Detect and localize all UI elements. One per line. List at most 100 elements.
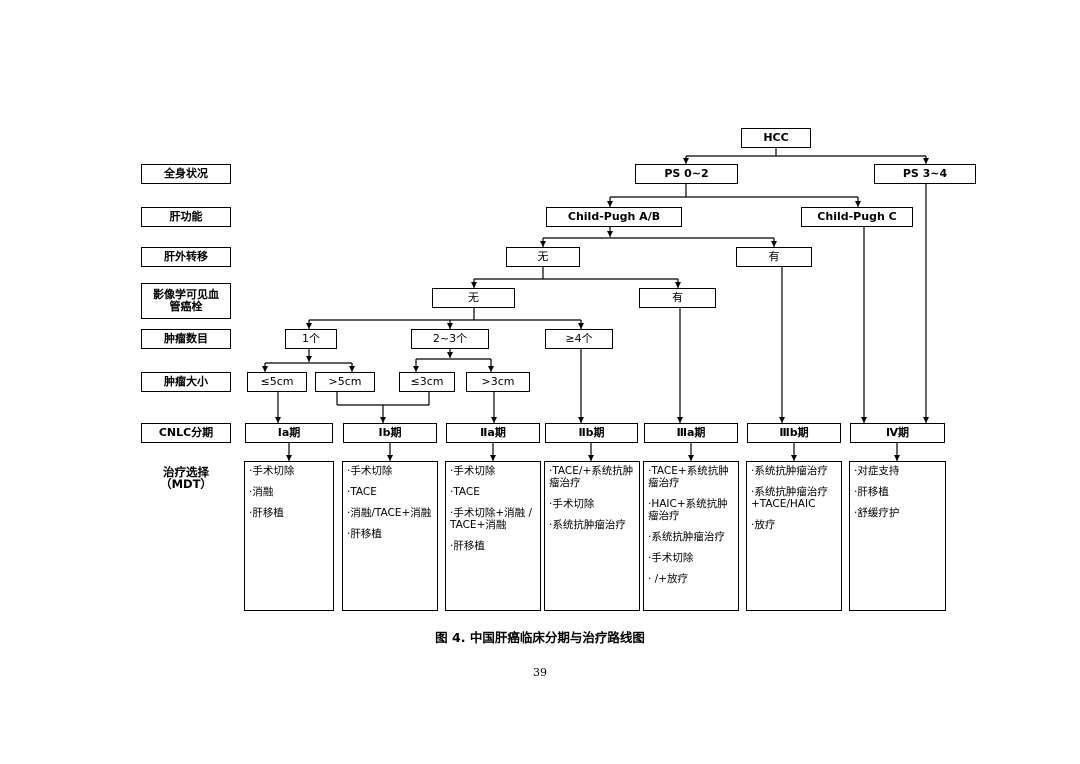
node-ps-3-4: PS 3~4 [874, 164, 976, 184]
arrowhead [387, 455, 393, 461]
treatment-box-IIb: ·TACE/+系统抗肿 瘤治疗 ·手术切除 ·系统抗肿瘤治疗 [544, 461, 640, 611]
node-child-pugh-ab: Child-Pugh A/B [546, 207, 682, 227]
arrowhead [578, 323, 584, 329]
arrowhead [488, 366, 494, 372]
arrowhead [380, 417, 386, 423]
arrowhead [791, 455, 797, 461]
treatment-box-Ib: ·手术切除 ·TACE ·消融/TACE+消融 ·肝移植 [342, 461, 438, 611]
row-label-extrahepatic: 肝外转移 [141, 247, 231, 267]
treatment-item: ·HAIC+系统抗肿 瘤治疗 [648, 498, 728, 522]
row-label-performance: 全身状况 [141, 164, 231, 184]
treatment-item: ·手术切除 [450, 465, 496, 477]
row-label-liver-function: 肝功能 [141, 207, 231, 227]
stage-IIa: Ⅱa期 [446, 423, 540, 443]
treatment-item: ·手术切除 [249, 465, 295, 477]
treatment-item: ·手术切除 [549, 498, 595, 510]
treatment-box-IIIa: ·TACE+系统抗肿 瘤治疗 ·HAIC+系统抗肿 瘤治疗 ·系统抗肿瘤治疗 ·… [643, 461, 739, 611]
node-extrahepatic-no: 无 [506, 247, 580, 267]
row-label-treatment: 治疗选择 （MDT） [160, 465, 212, 491]
node-size-gt-3cm: >3cm [466, 372, 530, 392]
row-label-tumor-size: 肿瘤大小 [141, 372, 231, 392]
arrowhead [675, 282, 681, 288]
treatment-box-Ia: ·手术切除 ·消融 ·肝移植 [244, 461, 334, 611]
treatment-box-IIIb: ·系统抗肿瘤治疗 ·系统抗肿瘤治疗 +TACE/HAIC ·放疗 [746, 461, 842, 611]
arrowhead [275, 417, 281, 423]
arrowhead [262, 366, 268, 372]
treatment-item: ·手术切除 [648, 552, 694, 564]
stage-Ia: Ⅰa期 [245, 423, 333, 443]
arrowhead [688, 455, 694, 461]
treatment-item: ·肝移植 [450, 540, 485, 552]
node-hcc: HCC [741, 128, 811, 148]
node-ps-0-2: PS 0~2 [635, 164, 738, 184]
arrowhead [540, 241, 546, 247]
node-tumor-count-4-plus: ≥4个 [545, 329, 613, 349]
stage-IIIa: Ⅲa期 [644, 423, 738, 443]
treatment-item: ·系统抗肿瘤治疗 +TACE/HAIC [751, 486, 828, 510]
arrowhead [471, 282, 477, 288]
page-number: 39 [533, 666, 547, 679]
figure-caption: 图 4. 中国肝癌临床分期与治疗路线图 [435, 630, 645, 645]
row-label-tumor-count: 肿瘤数目 [141, 329, 231, 349]
node-vascular-yes: 有 [639, 288, 716, 308]
node-extrahepatic-yes: 有 [736, 247, 812, 267]
treatment-item: ·肝移植 [249, 507, 284, 519]
arrowhead [413, 366, 419, 372]
arrowhead [894, 455, 900, 461]
row-label-vascular: 影像学可见血 管癌栓 [141, 283, 231, 319]
node-tumor-count-2-3: 2~3个 [411, 329, 489, 349]
treatment-item: ·TACE/+系统抗肿 瘤治疗 [549, 465, 634, 489]
arrowhead [306, 323, 312, 329]
treatment-item: ·TACE [450, 486, 480, 498]
arrowhead [588, 455, 594, 461]
arrowhead [447, 323, 453, 329]
treatment-item: ·系统抗肿瘤治疗 [751, 465, 828, 477]
arrowhead [447, 352, 453, 358]
stage-IIIb: Ⅲb期 [747, 423, 841, 443]
arrowhead [923, 158, 929, 164]
node-size-le-3cm: ≤3cm [399, 372, 455, 392]
arrowhead [607, 201, 613, 207]
node-child-pugh-c: Child-Pugh C [801, 207, 913, 227]
row-label-cnlc: CNLC分期 [141, 423, 231, 443]
node-tumor-count-1: 1个 [285, 329, 337, 349]
treatment-item: ·肝移植 [854, 486, 889, 498]
treatment-item: ·系统抗肿瘤治疗 [549, 519, 626, 531]
arrowhead [771, 241, 777, 247]
treatment-item: ·舒缓疗护 [854, 507, 900, 519]
arrowhead [779, 417, 785, 423]
treatment-item: · /+放疗 [648, 573, 689, 585]
treatment-item: ·TACE+系统抗肿 瘤治疗 [648, 465, 729, 489]
stage-IIb: Ⅱb期 [545, 423, 638, 443]
arrowhead [286, 455, 292, 461]
arrowhead [490, 455, 496, 461]
treatment-item: ·消融 [249, 486, 274, 498]
treatment-box-IV: ·对症支持 ·肝移植 ·舒缓疗护 [849, 461, 946, 611]
treatment-box-IIa: ·手术切除 ·TACE ·手术切除+消融 / TACE+消融 ·肝移植 [445, 461, 541, 611]
arrowhead [306, 356, 312, 362]
arrowhead [861, 417, 867, 423]
arrowhead [923, 417, 929, 423]
node-size-le-5cm: ≤5cm [247, 372, 307, 392]
stage-Ib: Ⅰb期 [343, 423, 437, 443]
node-vascular-no: 无 [432, 288, 515, 308]
treatment-item: ·系统抗肿瘤治疗 [648, 531, 725, 543]
treatment-item: ·TACE [347, 486, 377, 498]
treatment-item: ·消融/TACE+消融 [347, 507, 432, 519]
arrowhead [578, 417, 584, 423]
treatment-item: ·对症支持 [854, 465, 900, 477]
arrowhead [349, 366, 355, 372]
arrowhead [855, 201, 861, 207]
treatment-item: ·放疗 [751, 519, 776, 531]
stage-IV: Ⅳ期 [850, 423, 945, 443]
treatment-item: ·肝移植 [347, 528, 382, 540]
arrowhead [607, 231, 613, 237]
arrowhead [491, 417, 497, 423]
arrowhead [677, 417, 683, 423]
treatment-item: ·手术切除 [347, 465, 393, 477]
treatment-item: ·手术切除+消融 / TACE+消融 [450, 507, 533, 531]
arrowhead [683, 158, 689, 164]
node-size-gt-5cm: >5cm [315, 372, 375, 392]
